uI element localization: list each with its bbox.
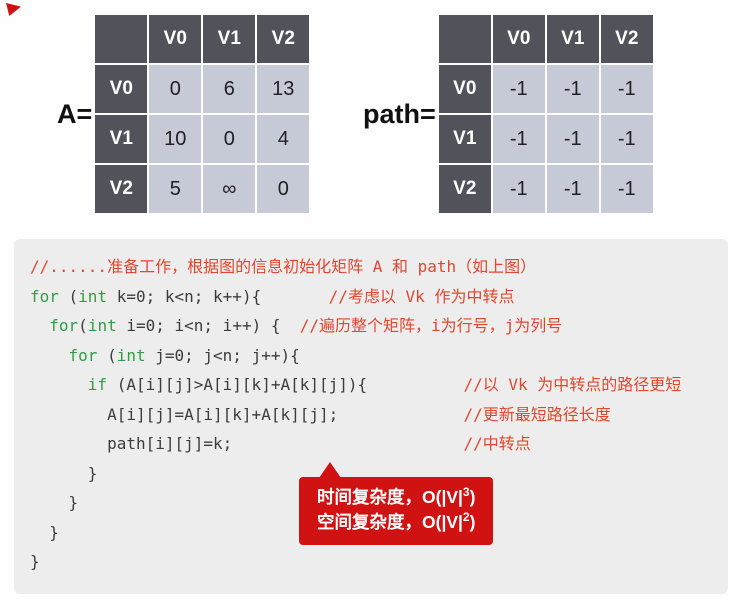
code-line: }: [30, 522, 59, 542]
matrix-corner-cell: [95, 15, 148, 63]
matrix-row-header: V1: [95, 115, 148, 163]
complexity-callout: 时间复杂度，O(|V|3) 空间复杂度，O(|V|2): [299, 462, 494, 545]
matrix-row-header: V0: [438, 65, 491, 113]
matrix-cell: 5: [149, 165, 202, 213]
callout-arrow-icon: [319, 462, 341, 478]
matrix-col-header: V2: [257, 15, 310, 63]
matrix-path-label: path=: [363, 98, 436, 129]
matrix-cell: 0: [203, 115, 256, 163]
matrix-a-label: A=: [57, 98, 93, 129]
matrix-row-header: V2: [438, 165, 491, 213]
code-block: //......准备工作，根据图的信息初始化矩阵 A 和 path（如上图） fo…: [30, 252, 728, 577]
matrix-cell: -1: [492, 65, 545, 113]
code-line: for(int i=0; i<n; i++) { //遍历整个矩阵，i为行号，j…: [49, 316, 563, 335]
matrix-cell: 4: [257, 115, 310, 163]
matrix-row-header: V1: [438, 115, 491, 163]
matrix-cell: -1: [546, 165, 599, 213]
matrix-col-header: V1: [203, 15, 256, 63]
callout-line: 时间复杂度，O(|V|3): [317, 485, 476, 507]
matrix-cell: -1: [492, 165, 545, 213]
matrix-cell: 10: [149, 115, 202, 163]
matrix-col-header: V0: [492, 15, 545, 63]
matrix-row-header: V2: [95, 165, 148, 213]
matrix-corner-cell: [438, 15, 491, 63]
matrix-cell: -1: [600, 65, 653, 113]
matrix-cell: -1: [600, 115, 653, 163]
matrix-cell: -1: [546, 115, 599, 163]
code-line: if (A[i][j]>A[i][k]+A[k][j]){ //以 Vk 为中转…: [87, 375, 682, 394]
code-line: }: [30, 552, 40, 571]
code-line: for (int k=0; k<n; k++){ //考虑以 Vk 作为中转点: [30, 286, 515, 306]
matrix-cell: 6: [203, 65, 256, 113]
code-line: A[i][j]=A[i][k]+A[k][j]; //更新最短路径长度: [30, 404, 611, 424]
matrix-row-header: V0: [95, 65, 148, 113]
code-line: }: [30, 463, 98, 483]
matrix-cell: -1: [600, 165, 653, 213]
matrix-col-header: V2: [600, 15, 653, 63]
code-line: path[i][j]=k; //中转点: [30, 434, 531, 453]
code-line: for (int j=0; j<n; j++){: [68, 345, 300, 365]
code-line: }: [30, 493, 79, 512]
matrix-cell: -1: [492, 115, 545, 163]
matrix-cell: -1: [546, 65, 599, 113]
red-triangle-icon: [6, 3, 21, 16]
callout-line: 空间复杂度，O(|V|2): [317, 510, 476, 532]
matrix-cell: ∞: [203, 165, 256, 213]
code-line: //......准备工作，根据图的信息初始化矩阵 A 和 path（如上图）: [30, 257, 537, 276]
matrix-cell: 13: [257, 65, 310, 113]
matrix-col-header: V1: [546, 15, 599, 63]
matrix-cell: 0: [149, 65, 202, 113]
matrix-cell: 0: [257, 165, 310, 213]
callout-text: 时间复杂度，O(|V|3) 空间复杂度，O(|V|2): [317, 485, 475, 535]
matrix-col-header: V0: [149, 15, 202, 63]
